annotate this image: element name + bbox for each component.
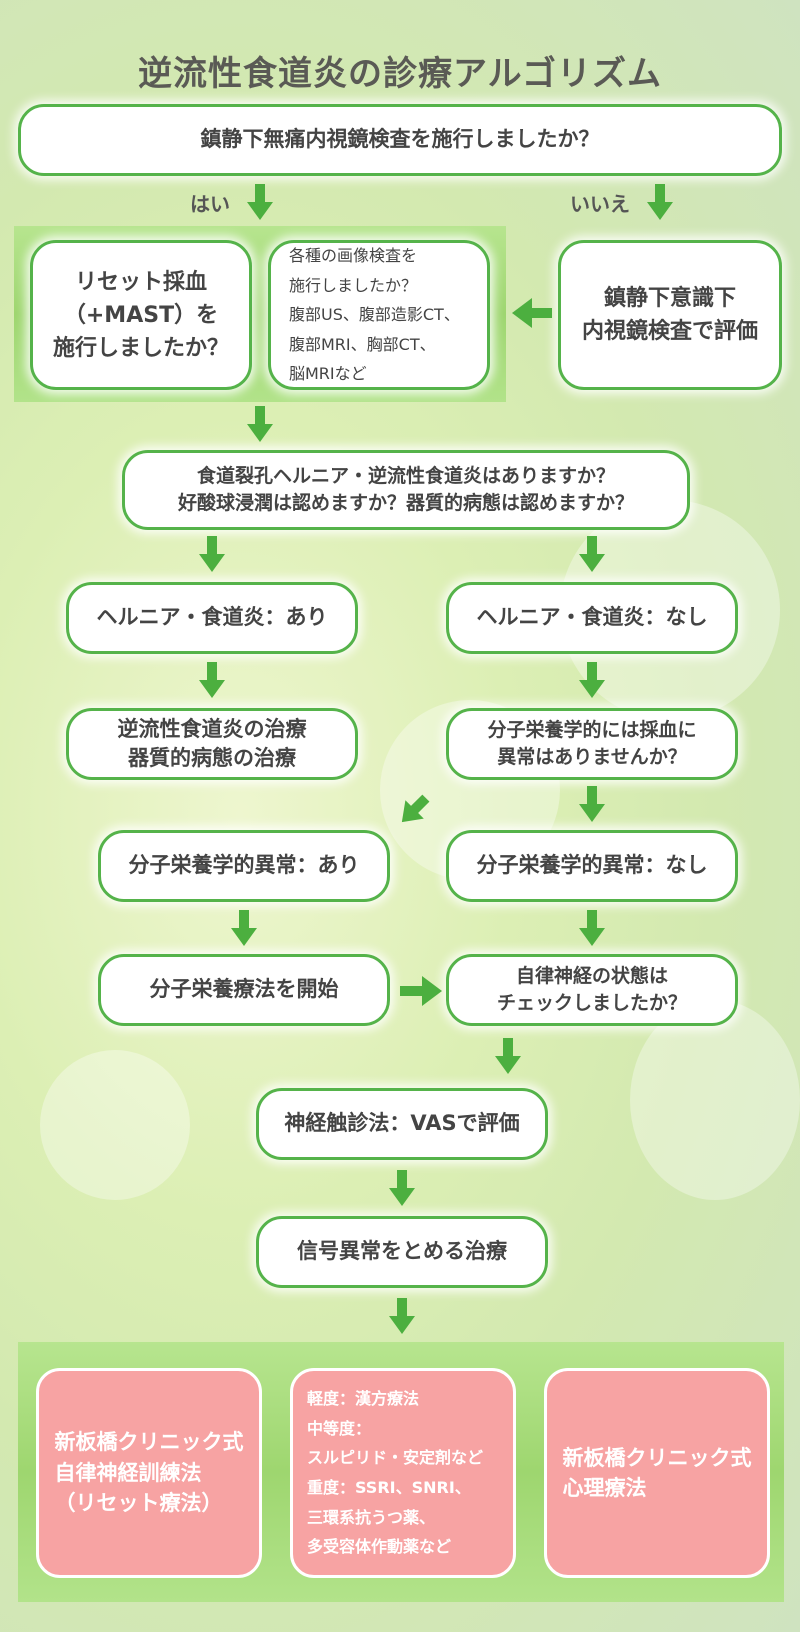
medication-severity-box: 軽度：漢方療法 中等度： スルピリド・安定剤など 重度：SSRI、SNRI、 三… bbox=[290, 1368, 516, 1578]
question-sedated-endoscopy: 鎮静下無痛内視鏡検査を施行しましたか？ bbox=[18, 104, 782, 176]
hernia-present-box: ヘルニア・食道炎：あり bbox=[66, 582, 358, 654]
start-nutrition-therapy-box: 分子栄養療法を開始 bbox=[98, 954, 390, 1026]
arrow-down-icon bbox=[231, 910, 257, 946]
arrow-down-icon bbox=[389, 1170, 415, 1206]
autonomic-training-box: 新板橋クリニック式 自律神経訓練法 （リセット療法） bbox=[36, 1368, 262, 1578]
conscious-endoscopy-box: 鎮静下意識下 内視鏡検査で評価 bbox=[558, 240, 782, 390]
abnormality-present-box: 分子栄養学的異常：あり bbox=[98, 830, 390, 902]
question-autonomic-check: 自律神経の状態は チェックしましたか？ bbox=[446, 954, 738, 1026]
arrow-down-icon bbox=[579, 910, 605, 946]
page-title: 逆流性食道炎の診療アルゴリズム bbox=[138, 54, 662, 94]
arrow-left-icon bbox=[512, 298, 552, 328]
signal-treatment-box: 信号異常をとめる治療 bbox=[256, 1216, 548, 1288]
arrow-down-icon bbox=[199, 536, 225, 572]
arrow-down-icon bbox=[647, 184, 673, 220]
psychotherapy-box: 新板橋クリニック式 心理療法 bbox=[544, 1368, 770, 1578]
bokeh-decoration bbox=[630, 1000, 800, 1200]
arrow-down-icon bbox=[247, 184, 273, 220]
arrow-down-icon bbox=[247, 406, 273, 442]
yes-label: はい bbox=[190, 192, 230, 216]
bokeh-decoration bbox=[40, 1050, 190, 1200]
imaging-tests-box: 各種の画像検査を 施行しましたか？ 腹部US、腹部造影CT、 腹部MRI、胸部C… bbox=[268, 240, 490, 390]
question-molecular-nutrition: 分子栄養学的には採血に 異常はありませんか？ bbox=[446, 708, 738, 780]
arrow-down-icon bbox=[199, 662, 225, 698]
question-hernia-esophagitis: 食道裂孔ヘルニア・逆流性食道炎はありますか？ 好酸球浸潤は認めますか？器質的病態… bbox=[122, 450, 690, 530]
arrow-right-icon bbox=[400, 976, 442, 1006]
arrow-down-icon bbox=[389, 1298, 415, 1334]
hernia-absent-box: ヘルニア・食道炎：なし bbox=[446, 582, 738, 654]
vas-evaluation-box: 神経触診法：VASで評価 bbox=[256, 1088, 548, 1160]
reset-blood-test-box: リセット採血 （+MAST）を 施行しましたか？ bbox=[30, 240, 252, 390]
abnormality-absent-box: 分子栄養学的異常：なし bbox=[446, 830, 738, 902]
no-label: いいえ bbox=[570, 192, 630, 216]
treatment-box: 逆流性食道炎の治療 器質的病態の治療 bbox=[66, 708, 358, 780]
arrow-down-icon bbox=[579, 786, 605, 822]
arrow-down-icon bbox=[495, 1038, 521, 1074]
